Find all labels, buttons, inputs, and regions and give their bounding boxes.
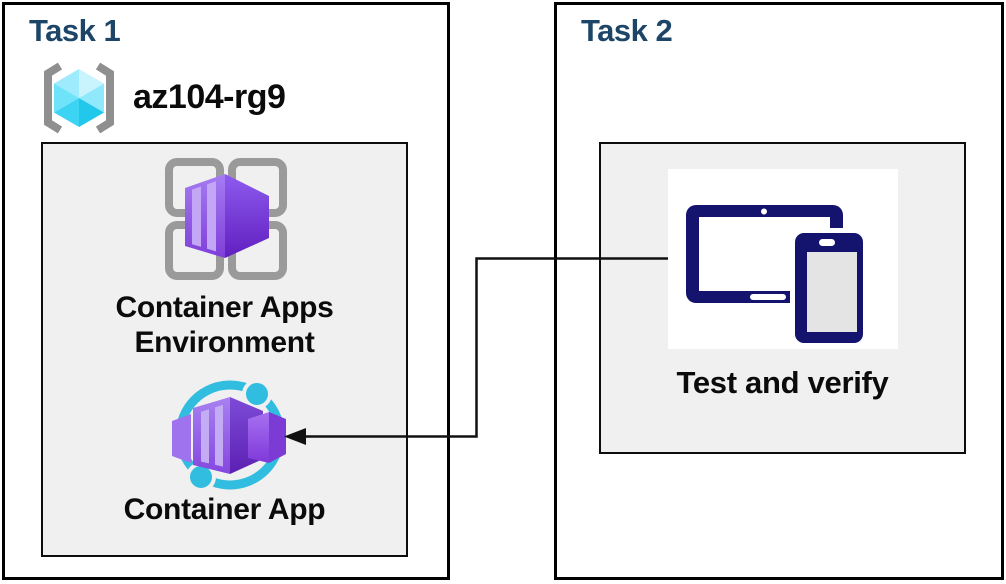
devices-icon-plate	[668, 169, 898, 349]
task1-box: Task 1 az104-rg9	[2, 2, 450, 580]
container-apps-environment-icon	[165, 158, 287, 280]
resource-group-icon	[44, 62, 114, 134]
test-and-verify-label: Test and verify	[676, 365, 889, 400]
test-and-verify-panel: Test and verify	[599, 142, 966, 454]
container-app-icon	[172, 379, 286, 492]
container-apps-group-panel: Container Apps Environment	[41, 142, 408, 557]
container-app-label: Container App	[123, 493, 326, 526]
container-apps-environment-label: Container Apps Environment	[115, 291, 334, 359]
resource-group-label: az104-rg9	[133, 78, 286, 116]
devices-icon	[686, 205, 868, 349]
task2-title: Task 2	[581, 13, 673, 48]
task2-box: Task 2 Test and verify	[554, 2, 1004, 580]
task1-title: Task 1	[29, 13, 121, 48]
resource-group: az104-rg9	[33, 58, 433, 140]
